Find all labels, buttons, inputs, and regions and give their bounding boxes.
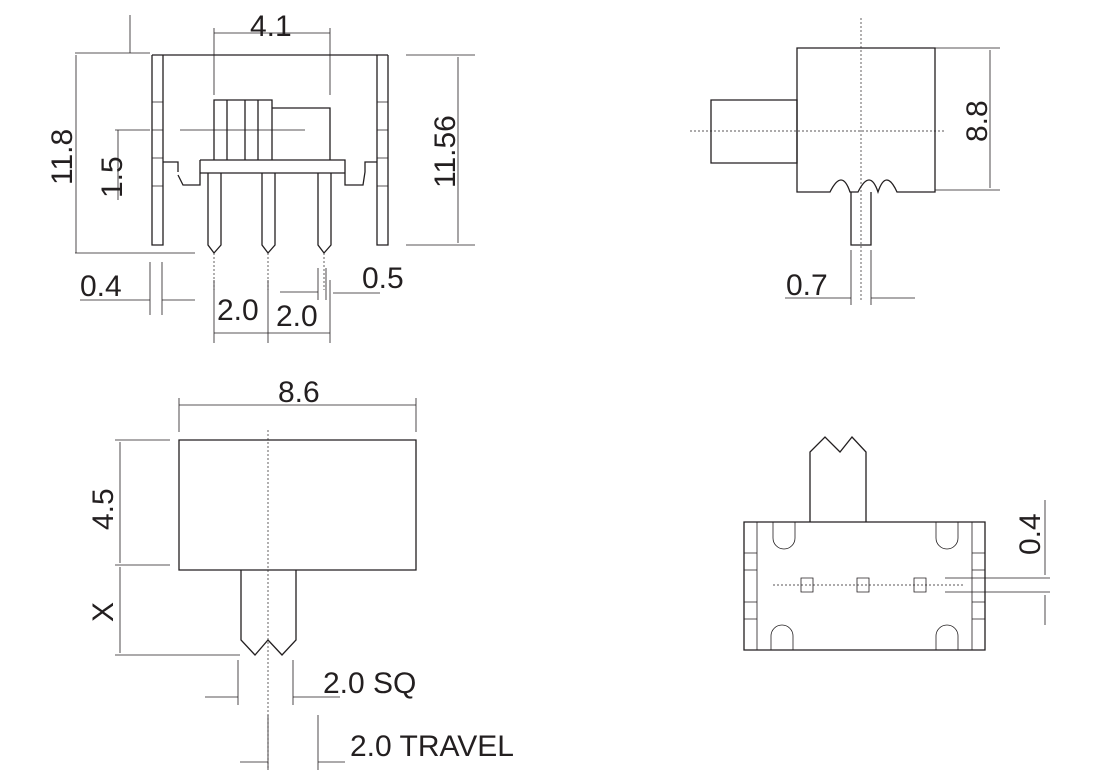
dim-4-5: 4.5 — [87, 488, 120, 530]
dim-0-4-leg: 0.4 — [80, 270, 122, 303]
dim-0-5-pin: 0.5 — [362, 262, 404, 295]
dim-pitch-a: 2.0 — [217, 294, 259, 327]
dim-0-4-pad: 0.4 — [1014, 513, 1047, 555]
dim-pitch-b: 2.0 — [276, 300, 318, 333]
dim-0-7: 0.7 — [786, 269, 828, 302]
dim-11-8: 11.8 — [46, 129, 79, 185]
dim-1-5: 1.5 — [96, 156, 129, 198]
dim-4-1: 4.1 — [250, 10, 292, 43]
front-view: 4.1 11.8 1.5 11.56 0.4 0.5 2.0 2.0 — [46, 10, 475, 343]
dim-11-56: 11.56 — [429, 115, 462, 188]
dim-x: X — [87, 602, 120, 622]
dim-8-8: 8.8 — [961, 100, 994, 142]
side-view: 8.8 0.7 — [690, 18, 1000, 305]
dim-2-0-sq: 2.0 SQ — [323, 667, 416, 700]
top-view: 8.6 4.5 X 2.0 SQ 2.0 TRAVEL — [87, 376, 514, 770]
dim-8-6: 8.6 — [278, 376, 320, 409]
bottom-view: 0.4 — [743, 436, 1050, 651]
dim-2-0-travel: 2.0 TRAVEL — [350, 730, 514, 763]
